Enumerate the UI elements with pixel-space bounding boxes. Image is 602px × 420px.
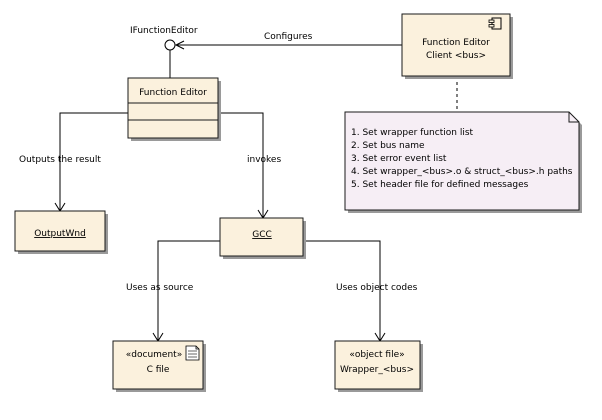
note-line-1: 1. Set wrapper function list xyxy=(351,128,474,138)
outputs-edge xyxy=(59,112,128,211)
invokes-edge xyxy=(218,112,264,218)
c-file-stereotype: «document» xyxy=(126,350,182,360)
invokes-label: invokes xyxy=(247,155,281,165)
configuration-note: 1. Set wrapper function list 2. Set bus … xyxy=(344,111,582,213)
document-icon xyxy=(185,345,200,361)
c-file-title: C file xyxy=(147,365,170,375)
client-component[interactable]: Function Editor Client <bus> xyxy=(401,13,513,79)
wrapper-title: Wrapper_<bus> xyxy=(340,365,414,375)
configures-label: Configures xyxy=(264,32,313,42)
note-line-4: 4. Set wrapper_<bus>.o & struct_<bus>.h … xyxy=(351,167,573,177)
configures-arrowhead xyxy=(174,40,185,50)
note-line-2: 2. Set bus name xyxy=(351,141,425,151)
client-title: Function Editor xyxy=(422,38,490,48)
function-editor-title: Function Editor xyxy=(139,88,207,98)
interface-label: IFunctionEditor xyxy=(130,26,198,36)
interface-lollipop-icon xyxy=(164,39,176,51)
c-file-artifact[interactable]: «document» C file xyxy=(112,340,206,392)
function-editor-class[interactable]: Function Editor xyxy=(127,77,221,141)
uses-object-edge xyxy=(303,240,381,341)
wrapper-stereotype: «object file» xyxy=(349,350,404,360)
output-wnd-title: OutputWnd xyxy=(34,229,86,239)
output-wnd-object[interactable]: OutputWnd xyxy=(14,210,108,254)
outputs-label: Outputs the result xyxy=(19,155,101,165)
client-subtitle: Client <bus> xyxy=(426,51,486,61)
uses-source-edge xyxy=(157,240,220,341)
uses-source-label: Uses as source xyxy=(126,283,194,293)
component-icon xyxy=(488,17,502,30)
uses-object-label: Uses object codes xyxy=(336,283,418,293)
note-line-3: 3. Set error event list xyxy=(351,154,447,164)
wrapper-artifact[interactable]: «object file» Wrapper_<bus> xyxy=(334,340,423,392)
note-line-5: 5. Set header file for defined messages xyxy=(351,180,529,190)
gcc-object[interactable]: GCC xyxy=(219,217,306,259)
gcc-title: GCC xyxy=(252,230,272,240)
